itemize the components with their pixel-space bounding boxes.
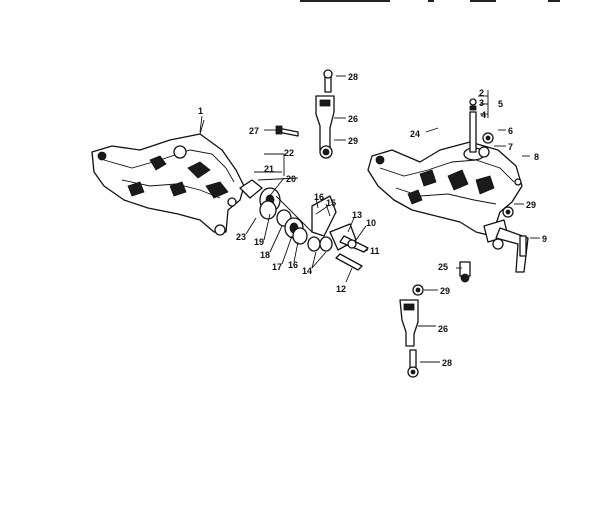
callout-20: 20 [286,174,296,184]
callout-15: 15 [326,198,336,208]
callout-9: 9 [542,234,547,244]
callout-23: 23 [236,232,246,242]
callout-29-lower: 29 [440,286,450,296]
callout-11: 11 [370,246,380,256]
callout-26-upper: 26 [348,114,358,124]
callout-8: 8 [534,152,539,162]
callout-7: 7 [508,142,513,152]
callout-6: 6 [508,126,513,136]
left-transaxle-housing [91,119,245,236]
callout-22: 22 [284,148,294,158]
callout-2: 2 [479,88,484,98]
callout-29-upper: 29 [348,136,358,146]
callout-24: 24 [410,129,420,139]
callout-1: 1 [198,106,203,116]
callout-25: 25 [438,262,448,272]
callout-5: 5 [498,99,503,109]
callout-27: 27 [249,126,259,136]
callout-28-lower: 28 [442,358,452,368]
callout-16-upper: 16 [314,192,324,202]
lower-mount-bracket [399,284,424,378]
callout-21: 21 [264,164,274,174]
right-transaxle-housing [367,98,529,283]
callout-4: 4 [481,110,486,120]
callout-12: 12 [336,284,346,294]
callout-3: 3 [479,98,484,108]
callout-29-right: 29 [526,200,536,210]
top-scan-artifact [300,0,560,2]
callout-16-lower: 16 [288,260,298,270]
callout-10: 10 [366,218,376,228]
callout-17: 17 [272,262,282,272]
callout-28-top: 28 [348,72,358,82]
callout-18: 18 [260,250,270,260]
callout-labels: 1 28 26 29 27 22 21 20 23 19 18 17 16 16… [198,72,547,368]
callout-14: 14 [302,266,312,276]
upper-mount-bracket [275,69,335,159]
leader-lines [199,75,540,363]
callout-19: 19 [254,237,264,247]
callout-26-lower: 26 [438,324,448,334]
callout-13: 13 [352,210,362,220]
center-hardware-stack [239,177,369,271]
